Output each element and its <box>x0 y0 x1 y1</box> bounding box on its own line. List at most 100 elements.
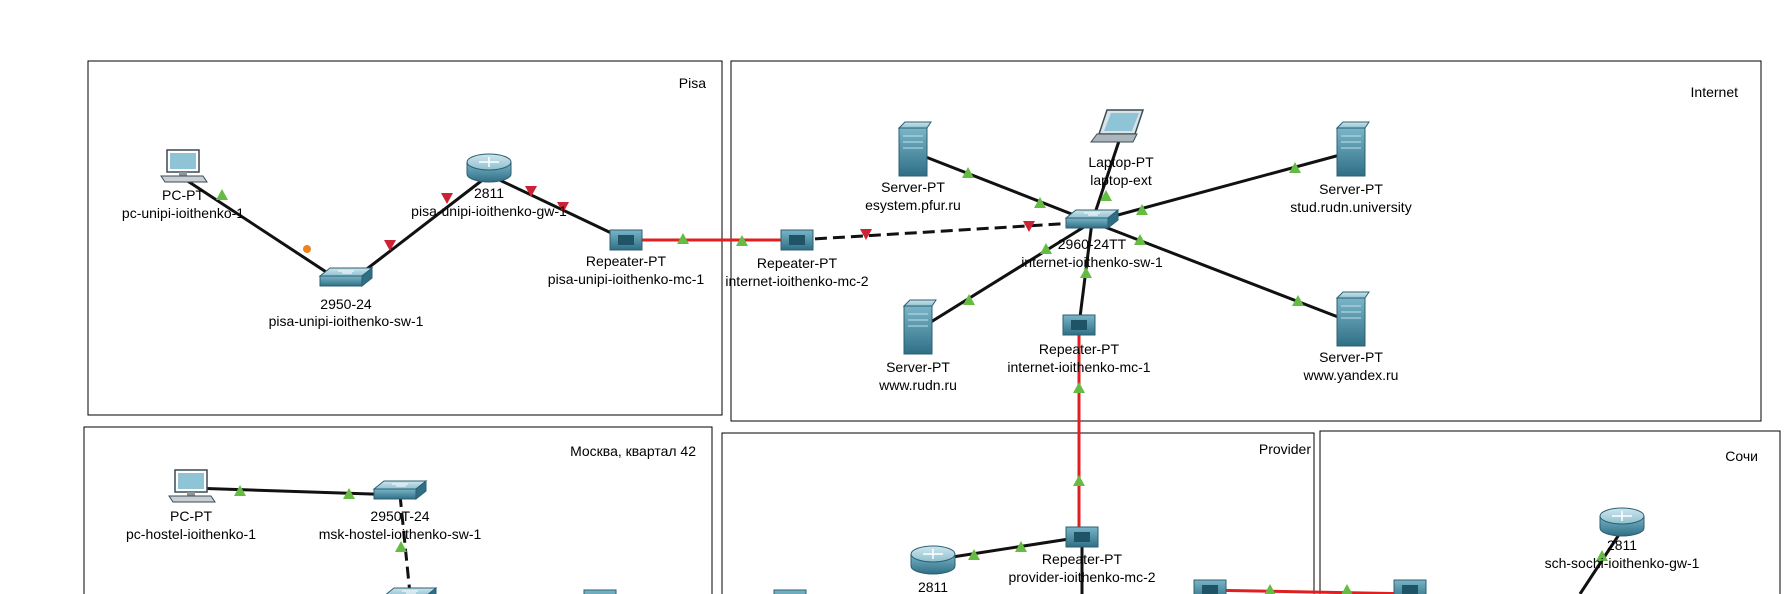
port-status-up <box>1073 382 1085 393</box>
port-status-down <box>860 229 872 240</box>
device-model-label: Repeater-PT <box>757 255 838 271</box>
device-partial[interactable] <box>583 589 617 594</box>
router-icon <box>1599 507 1645 537</box>
device-model-label: Repeater-PT <box>586 253 667 269</box>
device-partial[interactable] <box>1193 579 1227 594</box>
pc-icon <box>160 149 208 183</box>
device-srv-esystem[interactable]: Server-PT esystem.pfur.ru <box>865 121 961 213</box>
port-status-down <box>384 240 396 251</box>
port-status-down <box>525 186 537 197</box>
copper-link[interactable] <box>917 220 1093 332</box>
device-partial[interactable] <box>384 586 438 594</box>
zone-moscow[interactable]: Москва, квартал 42 <box>83 426 713 594</box>
server-icon <box>902 299 937 355</box>
device-name-label: msk-hostel-ioithenko-sw-1 <box>319 526 482 542</box>
copper-link[interactable] <box>488 173 627 242</box>
device-pc-pisa[interactable]: PC-PT pc-unipi-ioithenko-1 <box>122 149 244 221</box>
device-gw-provider[interactable]: 2811 <box>910 545 956 594</box>
port-status-up <box>1292 295 1304 306</box>
copper-link[interactable] <box>1091 220 1352 324</box>
zone-label: Сочи <box>1725 448 1758 464</box>
device-model-label: Server-PT <box>881 179 945 195</box>
port-status-up <box>1015 541 1027 552</box>
port-status-down <box>1023 221 1035 232</box>
copper-link[interactable] <box>1578 529 1624 594</box>
device-sw-hostel[interactable]: 2950T-24 msk-hostel-ioithenko-sw-1 <box>319 479 482 542</box>
device-srv-stud[interactable]: Server-PT stud.rudn.university <box>1290 121 1412 215</box>
server-icon <box>897 121 932 177</box>
device-name-label: pisa-unipi-ioithenko-mc-1 <box>548 271 705 287</box>
device-name-label: pc-unipi-ioithenko-1 <box>122 205 244 221</box>
port-status-up <box>736 235 748 246</box>
device-model-label: 2811 <box>918 579 948 594</box>
copper-link[interactable] <box>182 176 347 287</box>
router-icon <box>910 545 956 575</box>
device-model-label: PC-PT <box>162 187 204 203</box>
zone-provider[interactable]: Provider <box>721 432 1315 594</box>
device-name-label: www.yandex.ru <box>1303 367 1399 383</box>
device-name-label: www.rudn.ru <box>878 377 957 393</box>
copper-link[interactable] <box>345 173 490 287</box>
port-status-up <box>962 167 974 178</box>
port-status-up <box>1289 162 1301 173</box>
port-status-up <box>963 294 975 305</box>
repeater-icon <box>1062 314 1096 336</box>
port-status-up <box>677 233 689 244</box>
device-name-label: esystem.pfur.ru <box>865 197 961 213</box>
device-laptop-ext[interactable]: Laptop-PT laptop-ext <box>1088 109 1154 188</box>
zone-border <box>1319 430 1781 594</box>
port-status-up <box>343 488 355 499</box>
crossover-link[interactable] <box>398 494 412 594</box>
repeater-icon <box>773 589 807 594</box>
device-model-label: Server-PT <box>1319 181 1383 197</box>
port-status-up <box>968 549 980 560</box>
device-name-label: sch-sochi-ioithenko-gw-1 <box>1545 555 1700 571</box>
zone-label: Provider <box>1259 441 1311 457</box>
device-srv-yandex[interactable]: Server-PT www.yandex.ru <box>1303 291 1399 383</box>
port-status-up <box>1136 204 1148 215</box>
device-name-label: laptop-ext <box>1090 172 1152 188</box>
device-model-label: Repeater-PT <box>1039 341 1120 357</box>
device-model-label: Server-PT <box>1319 349 1383 365</box>
device-partial[interactable] <box>1393 579 1427 594</box>
zone-label: Internet <box>1691 84 1739 100</box>
port-status-up <box>1040 243 1052 254</box>
device-name-label: pc-hostel-ioithenko-1 <box>126 526 256 542</box>
fiber-link[interactable] <box>1199 588 1421 594</box>
device-model-label: Repeater-PT <box>1042 551 1123 567</box>
copper-link[interactable] <box>932 535 1083 562</box>
port-status-down <box>441 193 453 204</box>
zone-border <box>83 426 713 594</box>
repeater-icon <box>1193 579 1227 594</box>
device-name-label: stud.rudn.university <box>1290 199 1411 215</box>
zone-sochi[interactable]: Сочи <box>1319 430 1781 594</box>
switch-icon <box>385 586 438 594</box>
switch-icon <box>318 266 374 288</box>
port-status-up <box>395 541 407 552</box>
copper-link[interactable] <box>190 486 401 497</box>
device-model-label: 2811 <box>474 185 504 201</box>
copper-link[interactable] <box>912 150 1093 224</box>
device-mc-pisa[interactable]: Repeater-PT pisa-unipi-ioithenko-mc-1 <box>548 229 705 287</box>
device-model-label: 2950T-24 <box>370 508 429 524</box>
crossover-link[interactable] <box>796 220 1093 242</box>
device-model-label: Laptop-PT <box>1088 154 1154 170</box>
port-status-up <box>1596 550 1608 561</box>
zone-pisa[interactable]: Pisa <box>87 60 723 416</box>
copper-link[interactable] <box>1090 134 1123 223</box>
copper-link[interactable] <box>1091 150 1352 224</box>
port-status-up <box>1134 234 1146 245</box>
zone-label: Москва, квартал 42 <box>570 443 696 459</box>
device-partial[interactable] <box>773 589 807 594</box>
